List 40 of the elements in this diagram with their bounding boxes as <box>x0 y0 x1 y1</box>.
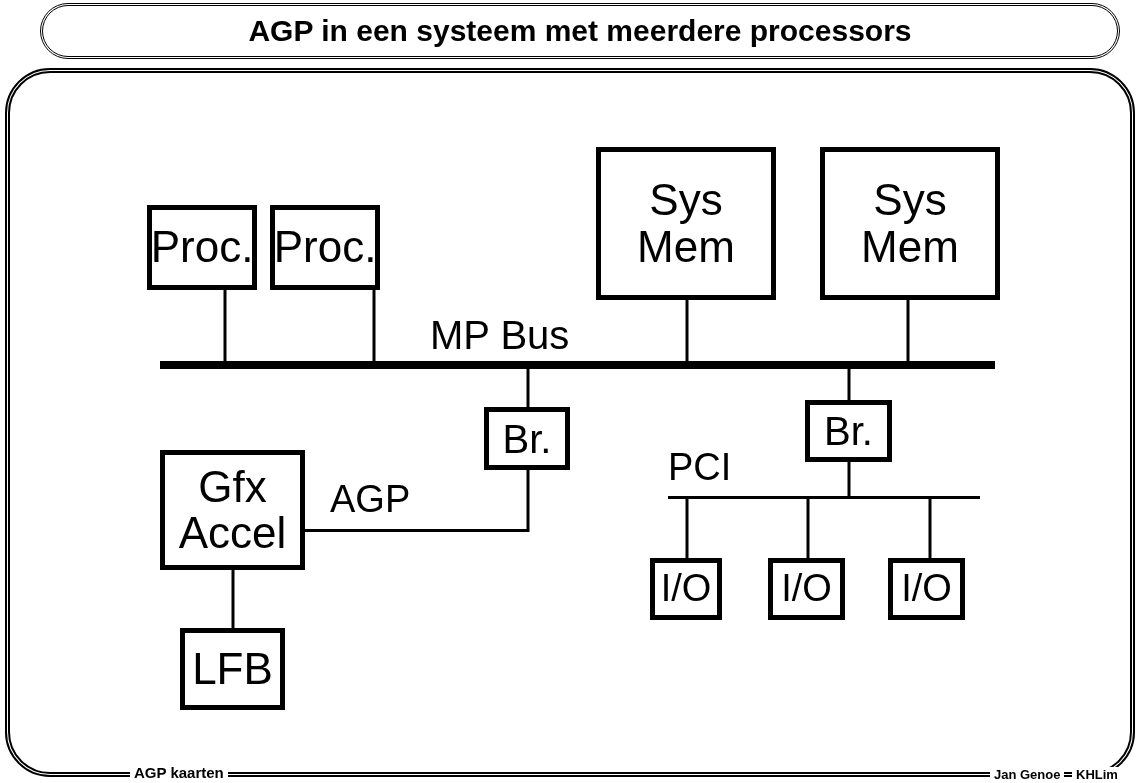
connector-line <box>847 369 851 400</box>
box-label: I/O <box>901 569 952 609</box>
connector-line <box>906 300 910 361</box>
component-box <box>270 205 380 290</box>
footer-text: Jan Genoe <box>990 767 1065 782</box>
connector-line <box>806 499 810 558</box>
box-label: Br. <box>502 417 552 460</box>
connector-line <box>847 462 851 496</box>
footer-text: AGP kaarten <box>130 764 228 781</box>
box-label: Br. <box>824 410 873 452</box>
component-box <box>596 147 776 300</box>
connector-line <box>526 369 530 407</box>
connector-line <box>928 499 932 558</box>
component-box <box>805 400 892 462</box>
component-box <box>768 558 845 620</box>
bus-label: PCI <box>668 446 732 489</box>
connector-line <box>231 570 235 628</box>
box-label: I/O <box>781 569 832 609</box>
component-box <box>820 147 1000 300</box>
component-box <box>160 450 305 570</box>
component-box <box>888 558 965 620</box>
title: AGP in een systeem met meerdere processors <box>248 14 912 48</box>
box-label: Sys Mem <box>636 177 736 270</box>
connector-line <box>685 499 689 558</box>
connector-line <box>223 290 227 361</box>
box-label: LFB <box>192 645 273 693</box>
box-label: Proc. <box>273 224 377 271</box>
footer-text: KHLim <box>1072 767 1122 782</box>
box-label: I/O <box>660 569 712 609</box>
component-box <box>650 558 722 620</box>
component-box <box>180 628 285 710</box>
box-label: Proc. <box>150 224 254 271</box>
box-label: Sys Mem <box>860 177 960 270</box>
connector-line <box>372 290 376 361</box>
connector-line <box>305 470 530 532</box>
component-box <box>147 205 257 290</box>
connector-line <box>685 300 689 361</box>
box-label: Gfx Accel <box>177 463 288 557</box>
component-box <box>484 407 570 470</box>
bus-label: MP Bus <box>430 313 570 358</box>
